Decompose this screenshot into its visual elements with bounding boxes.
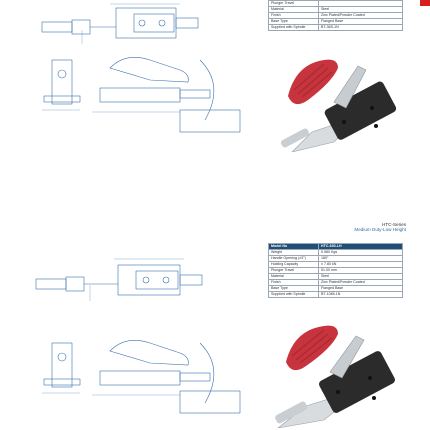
series-heading: HTC-Series Medium Duty-Low Height: [354, 222, 406, 232]
spec-label: Supplied with Spindle: [268, 291, 319, 298]
spec-label: Supplied with Spindle: [268, 24, 319, 31]
bottom-clamp-photo: [272, 318, 404, 429]
series-name: HTC-Series: [382, 222, 406, 227]
top-technical-drawing: [30, 0, 250, 140]
corner-tab-mark: [420, 0, 430, 6]
spec-value: BT-1085-1N: [318, 291, 403, 298]
bottom-technical-drawing: [30, 255, 250, 415]
spec-value: BT-36S-1N: [318, 24, 403, 31]
series-subtitle: Medium Duty-Low Height: [354, 227, 406, 232]
top-clamp-photo: [272, 52, 402, 153]
